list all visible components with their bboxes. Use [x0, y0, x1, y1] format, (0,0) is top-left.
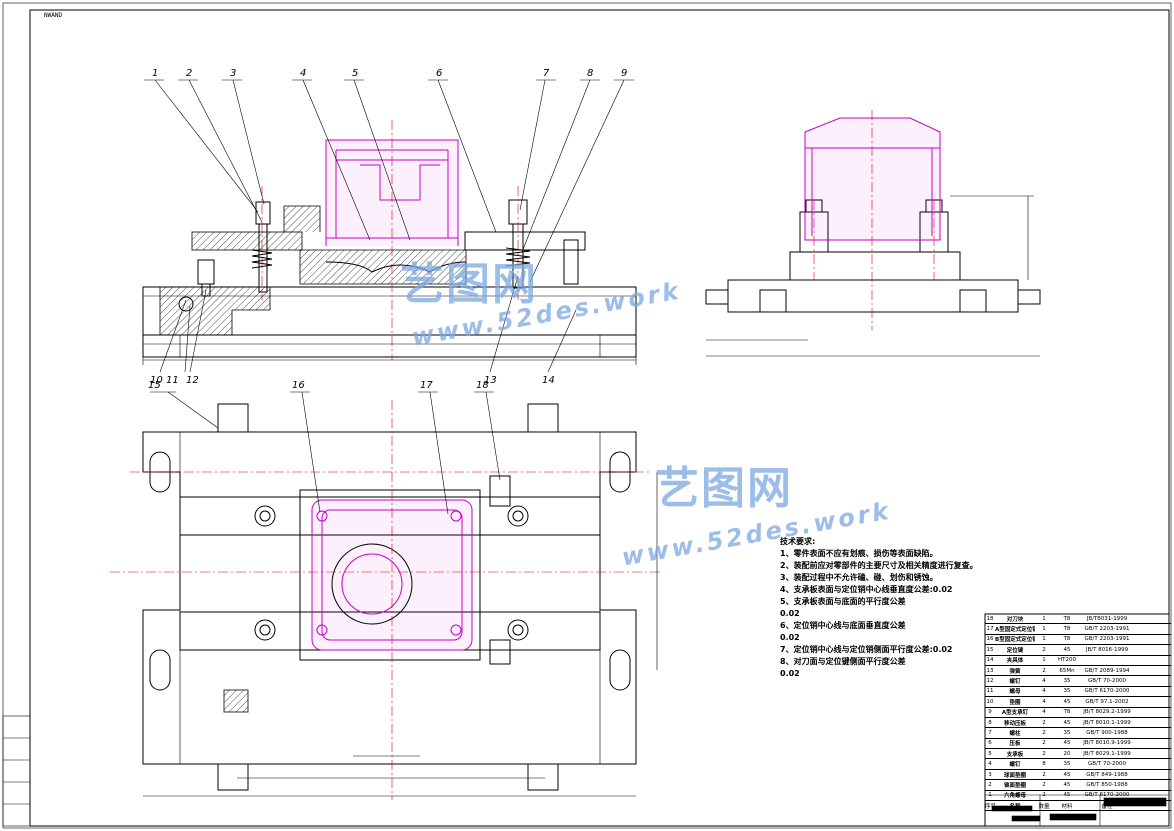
part-label-7: 7 — [543, 68, 550, 79]
watermark-brand-1: 艺图网 — [400, 259, 538, 310]
tool-setting-block — [489, 475, 511, 507]
tech-req-6-val: 0.02 — [780, 633, 800, 642]
front-view — [142, 120, 637, 365]
watermark-brand-2: 艺图网 — [655, 463, 793, 514]
tech-req-1: 1、零件表面不应有划痕、损伤等表面缺陷。 — [780, 549, 938, 558]
tech-req-7: 7、定位销中心线与定位销侧面平行度公差:0.02 — [780, 645, 953, 654]
part-label-15: 15 — [148, 380, 161, 391]
corner-label: NWAND — [44, 12, 63, 19]
workpiece-side — [804, 117, 941, 241]
tech-req-8: 8、对刀面与定位键侧面平行度公差 — [780, 657, 906, 666]
part-label-5: 5 — [352, 68, 358, 79]
part-label-2: 2 — [186, 68, 192, 79]
top-view — [110, 400, 660, 800]
part-label-12: 12 — [186, 375, 199, 386]
part-label-4: 4 — [300, 68, 306, 79]
top-rail-upper — [179, 496, 601, 536]
front-leaders — [154, 79, 625, 373]
tech-title: 技术要求: — [780, 537, 816, 546]
tech-req-8-val: 0.02 — [780, 669, 800, 678]
part-label-17: 17 — [420, 380, 433, 391]
part-label-10: 10 — [150, 375, 163, 386]
part-label-18: 18 — [476, 380, 489, 391]
title-block-frame — [984, 613, 1170, 827]
left-strip — [2, 715, 31, 827]
base-section — [159, 286, 271, 336]
part-label-1: 1 — [152, 68, 158, 79]
part-label-11: 11 — [166, 375, 179, 386]
left-spring — [251, 249, 273, 269]
support-block — [299, 249, 467, 285]
tech-req-5-val: 0.02 — [780, 609, 800, 618]
side-base — [727, 279, 1019, 313]
left-clamp-plate — [191, 231, 303, 251]
tech-req-5: 5、支承板表面与底面的平行度公差 — [780, 597, 906, 606]
part-label-13: 13 — [484, 375, 497, 386]
tech-req-6: 6、定位销中心线与底面垂直度公差 — [780, 621, 906, 630]
tech-req-4: 4、支承板表面与定位销中心线垂直度公差:0.02 — [780, 585, 953, 594]
bom-header: 序号名称数量材料备注 — [985, 801, 1171, 812]
tech-req-2: 2、装配前应对零部件的主要尺寸及相关精度进行复查。 — [780, 561, 978, 570]
technical-requirements: 技术要求: 1、零件表面不应有划痕、损伤等表面缺陷。 2、装配前应对零部件的主要… — [780, 536, 990, 680]
part-label-14: 14 — [542, 375, 555, 386]
part-label-3: 3 — [230, 68, 236, 79]
part-label-6: 6 — [436, 68, 442, 79]
part-label-8: 8 — [587, 68, 593, 79]
top-leaders — [150, 391, 501, 515]
part-label-9: 9 — [621, 68, 627, 79]
right-spring — [505, 247, 531, 267]
inner-border — [29, 9, 1170, 827]
tech-req-3: 3、装配过程中不允许磕、碰、划伤和锈蚀。 — [780, 573, 938, 582]
side-view — [705, 110, 1041, 357]
left-nut — [255, 201, 271, 225]
part-label-16: 16 — [292, 380, 305, 391]
